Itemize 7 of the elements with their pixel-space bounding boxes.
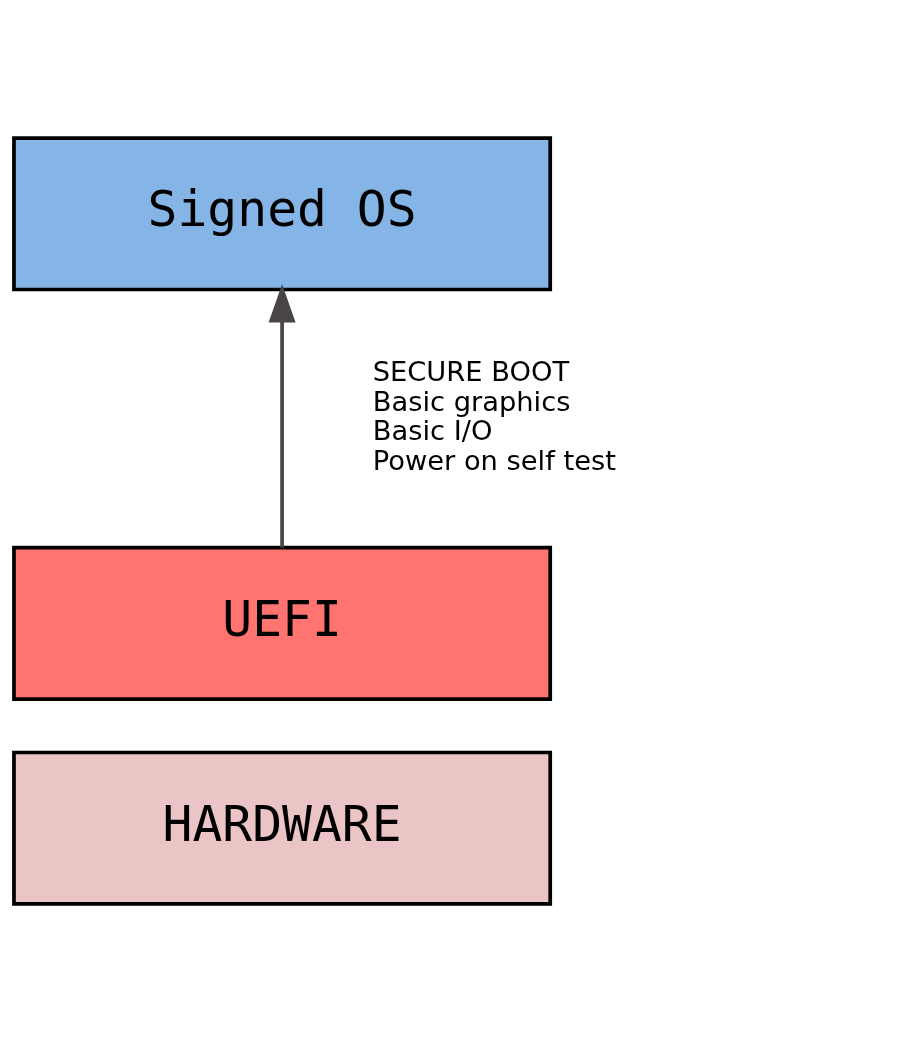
label: Power on self test bbox=[372, 445, 616, 477]
label: SECURE BOOT bbox=[372, 355, 569, 387]
label: Basic graphics bbox=[372, 385, 570, 417]
node-box: HARDWARE bbox=[11, 750, 552, 906]
node-box: UEFI bbox=[11, 545, 552, 701]
arrow bbox=[268, 283, 296, 548]
node-box: Signed OS bbox=[11, 136, 552, 292]
